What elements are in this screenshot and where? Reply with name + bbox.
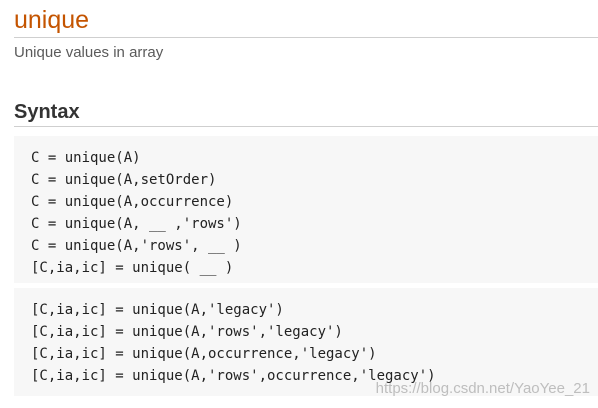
syntax-line: C = unique(A,'rows', __ )	[31, 238, 242, 254]
syntax-divider	[14, 126, 598, 127]
syntax-line: C = unique(A,occurrence)	[31, 194, 234, 210]
syntax-heading: Syntax	[14, 101, 80, 123]
watermark: https://blog.csdn.net/YaoYee_21	[375, 380, 590, 397]
syntax-block-basic: C = unique(A) C = unique(A,setOrder) C =…	[14, 136, 598, 283]
syntax-line: [C,ia,ic] = unique( __ )	[31, 260, 234, 276]
syntax-line: [C,ia,ic] = unique(A,'rows',occurrence,'…	[31, 368, 436, 384]
syntax-line: [C,ia,ic] = unique(A,occurrence,'legacy'…	[31, 346, 377, 362]
syntax-line: C = unique(A,setOrder)	[31, 172, 217, 188]
page-title: unique	[14, 6, 90, 34]
page-purpose: Unique values in array	[14, 44, 164, 61]
syntax-block-legacy: [C,ia,ic] = unique(A,'legacy') [C,ia,ic]…	[14, 288, 598, 396]
syntax-line: [C,ia,ic] = unique(A,'legacy')	[31, 302, 284, 318]
syntax-line: C = unique(A)	[31, 150, 141, 166]
syntax-line: C = unique(A, __ ,'rows')	[31, 216, 242, 232]
title-divider	[14, 37, 598, 38]
syntax-line: [C,ia,ic] = unique(A,'rows','legacy')	[31, 324, 343, 340]
